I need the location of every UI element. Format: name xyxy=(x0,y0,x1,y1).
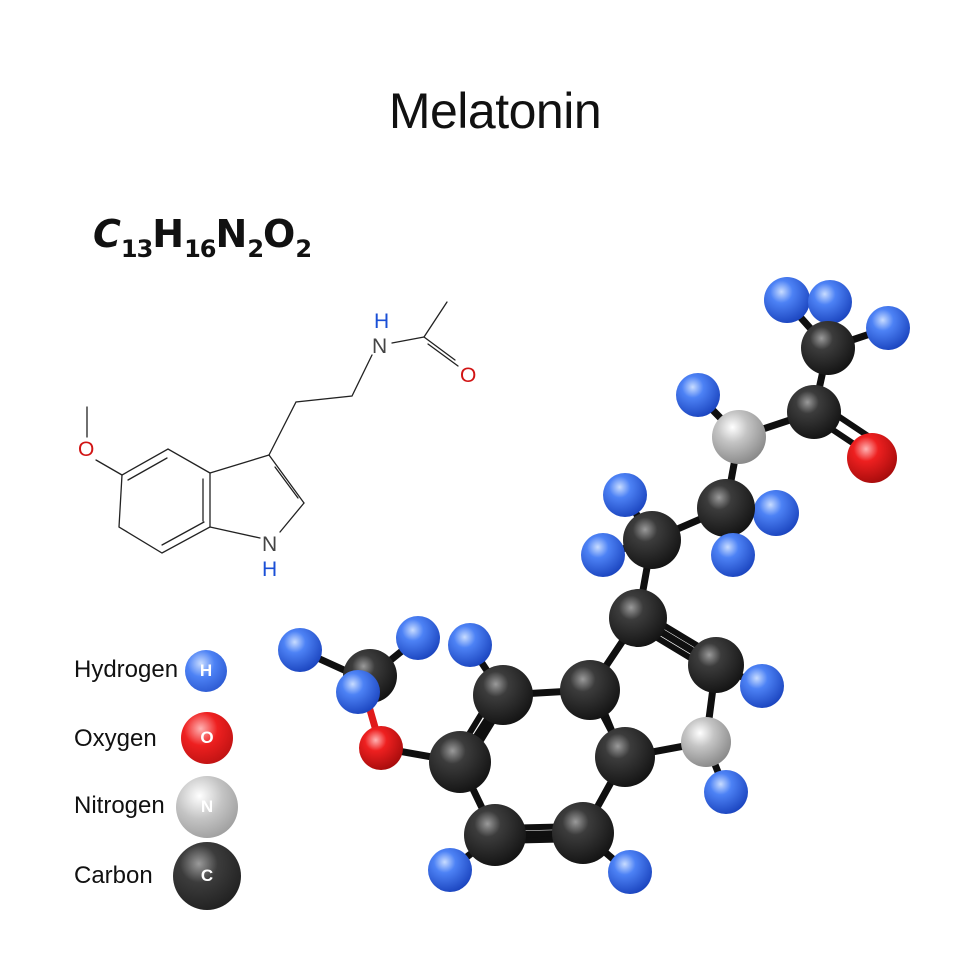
pyrrole-bond-4 xyxy=(209,526,261,539)
legend-hydrogen: Hydrogen H xyxy=(74,640,274,700)
oxygen-atom xyxy=(359,726,403,770)
benzene-double-1 xyxy=(127,457,168,481)
formula-count-c: 13 xyxy=(120,235,153,263)
carbonyl-bond-2 xyxy=(427,343,459,367)
amide-n-label: N xyxy=(372,335,387,358)
nitrogen-legend-icon: N xyxy=(176,776,238,838)
molecular-formula: C13H16N2O2 xyxy=(93,212,312,263)
amide-bond xyxy=(391,336,425,344)
carbon-atom xyxy=(560,660,620,720)
hydrogen-legend-icon: H xyxy=(185,650,227,692)
legend-label: Oxygen xyxy=(74,725,157,752)
carbon-atom xyxy=(595,727,655,787)
oxygen-atom xyxy=(847,433,897,483)
carbon-atom xyxy=(688,637,744,693)
carbon-atom xyxy=(623,511,681,569)
carbonyl-bond-1 xyxy=(423,336,456,361)
legend-carbon: Carbon C xyxy=(74,842,274,910)
carbon-atom xyxy=(787,385,841,439)
formula-element-n: N xyxy=(215,212,248,256)
legend-label: Carbon xyxy=(74,862,153,889)
ring-h-label: H xyxy=(262,558,277,581)
hydrogen-atom xyxy=(704,770,748,814)
hydrogen-atom xyxy=(740,664,784,708)
carbonyl-o-label: O xyxy=(460,364,476,387)
ring-n-label: N xyxy=(262,533,277,556)
carbon-atom xyxy=(473,665,533,725)
pyrrole-bond-2 xyxy=(268,454,305,504)
methoxy-o-label: O xyxy=(78,438,94,461)
hydrogen-atom xyxy=(581,533,625,577)
methoxy-bond-1 xyxy=(95,459,123,476)
carbon-atom xyxy=(697,479,755,537)
hydrogen-atom xyxy=(866,306,910,350)
pyrrole-double xyxy=(274,466,299,499)
benzene-double-2 xyxy=(161,521,205,546)
nitrogen-atom xyxy=(712,410,766,464)
formula-count-h: 16 xyxy=(184,235,216,263)
carbon-atom xyxy=(464,804,526,866)
hydrogen-atom xyxy=(603,473,647,517)
formula-count-n: 2 xyxy=(247,235,264,263)
legend-oxygen: Oxygen O xyxy=(74,709,274,769)
page-title: Melatonin xyxy=(388,83,602,139)
carbon-atom xyxy=(429,731,491,793)
formula-count-o: 2 xyxy=(295,235,312,263)
carbon-atom xyxy=(552,802,614,864)
pyrrole-bond-1 xyxy=(209,454,270,474)
hydrogen-atom xyxy=(808,280,852,324)
hydrogen-atom xyxy=(676,373,720,417)
oxygen-legend-icon: O xyxy=(181,712,233,764)
formula-element-c: C xyxy=(93,212,121,256)
legend-nitrogen: Nitrogen N xyxy=(74,776,274,838)
hydrogen-atom xyxy=(396,616,440,660)
legend-label: Hydrogen xyxy=(74,656,179,683)
amide-h-label: H xyxy=(374,310,389,333)
legend-label: Nitrogen xyxy=(74,792,165,819)
formula-element-h: H xyxy=(152,212,185,256)
hydrogen-atom xyxy=(448,623,492,667)
hydrogen-atom xyxy=(608,850,652,894)
hydrogen-atom xyxy=(753,490,799,536)
formula-element-o: O xyxy=(263,212,296,256)
hydrogen-atom xyxy=(428,848,472,892)
acetyl-methyl-bond xyxy=(423,301,448,338)
hydrogen-atom xyxy=(764,277,810,323)
hydrogen-atom xyxy=(711,533,755,577)
pyrrole-bond-3 xyxy=(279,502,305,533)
ethyl-chain xyxy=(268,354,373,456)
hydrogen-atom xyxy=(278,628,322,672)
carbon-legend-icon: C xyxy=(173,842,241,910)
hydrogen-atom xyxy=(336,670,380,714)
carbon-atom xyxy=(801,321,855,375)
carbon-atom xyxy=(609,589,667,647)
nitrogen-atom xyxy=(681,717,731,767)
